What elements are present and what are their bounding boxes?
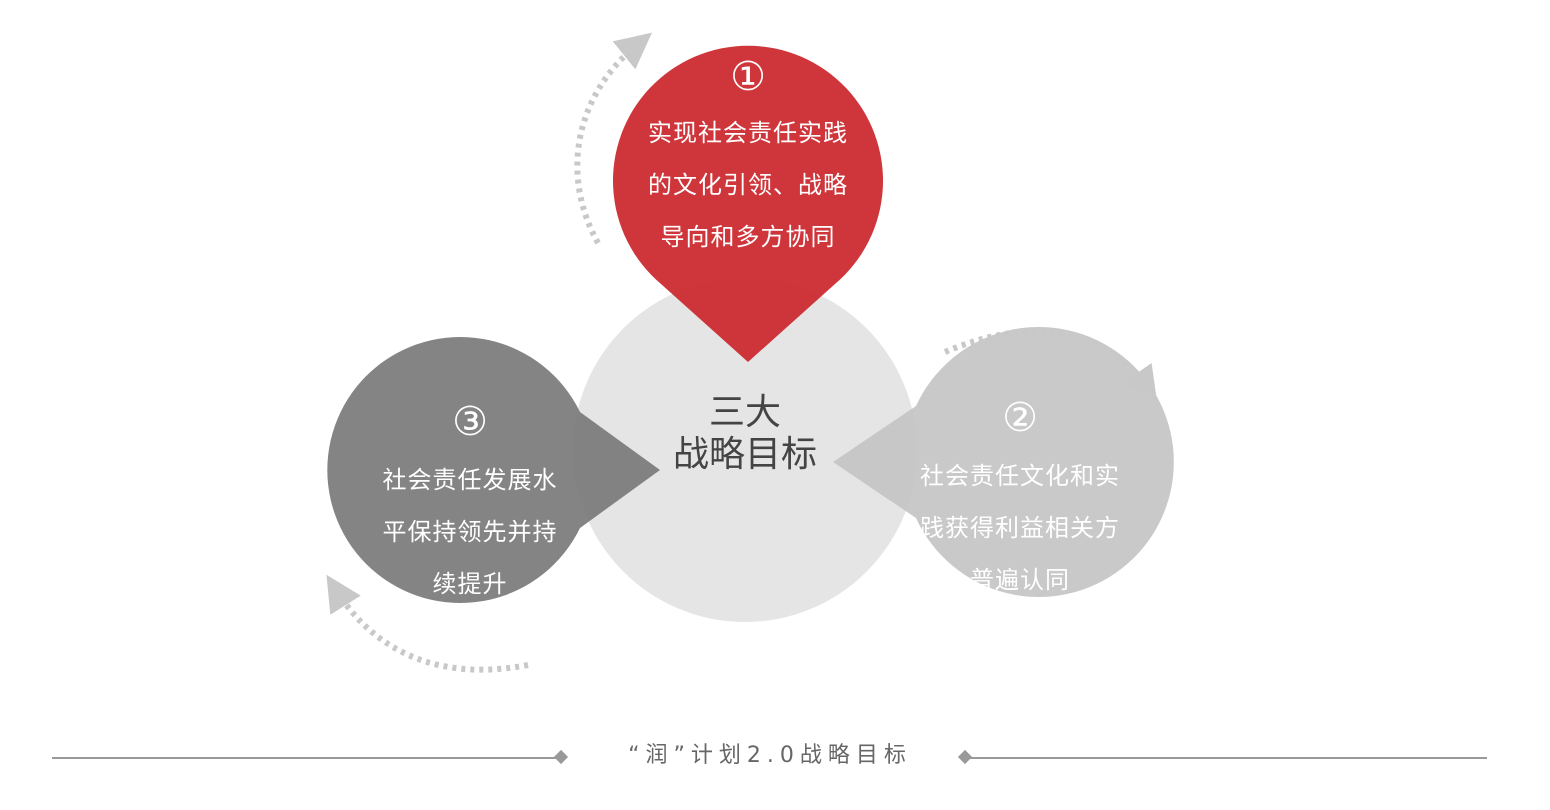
footer-diamond-right: [957, 749, 973, 765]
arrow-top-right: [943, 328, 1158, 403]
goal-1-label: ① 实现社会责任实践 的文化引领、战略 导向和多方协同: [620, 55, 876, 263]
goal-3-line: 社会责任发展水: [382, 466, 558, 494]
center-title-line1: 三大: [708, 392, 781, 433]
goal-1-line: 的文化引领、战略: [648, 171, 848, 199]
goal-3-label: ③ 社会责任发展水 平保持领先并持 续提升: [352, 400, 588, 610]
goal-1-line: 实现社会责任实践: [648, 119, 848, 147]
goal-3-line: 续提升: [432, 570, 508, 598]
goal-1-line: 导向和多方协同: [660, 223, 836, 251]
footer-caption: “润”计划2.0战略目标: [628, 743, 912, 768]
arrow-bottom-left: [326, 574, 529, 673]
goal-2-line: 践获得利益相关方: [920, 514, 1120, 542]
goal-2-number: ②: [1002, 395, 1038, 441]
center-circle: [573, 278, 917, 622]
goal-1-number: ①: [730, 54, 766, 100]
goal-3-drop: [327, 337, 660, 603]
center-title: 三大 战略目标: [640, 392, 850, 476]
goal-3-number: ③: [452, 399, 488, 445]
goal-2-line: 普遍认同: [970, 566, 1070, 594]
goal-2-line: 社会责任文化和实: [920, 462, 1120, 490]
arrow-top-left: [574, 32, 652, 245]
goal-2-drop: [833, 327, 1174, 597]
goal-3-line: 平保持领先并持: [382, 518, 558, 546]
goal-1-drop: [612, 45, 883, 362]
center-title-line2: 战略目标: [672, 434, 817, 475]
footer-diamond-left: [553, 749, 569, 765]
goal-2-label: ② 社会责任文化和实 践获得利益相关方 普遍认同: [900, 396, 1140, 606]
